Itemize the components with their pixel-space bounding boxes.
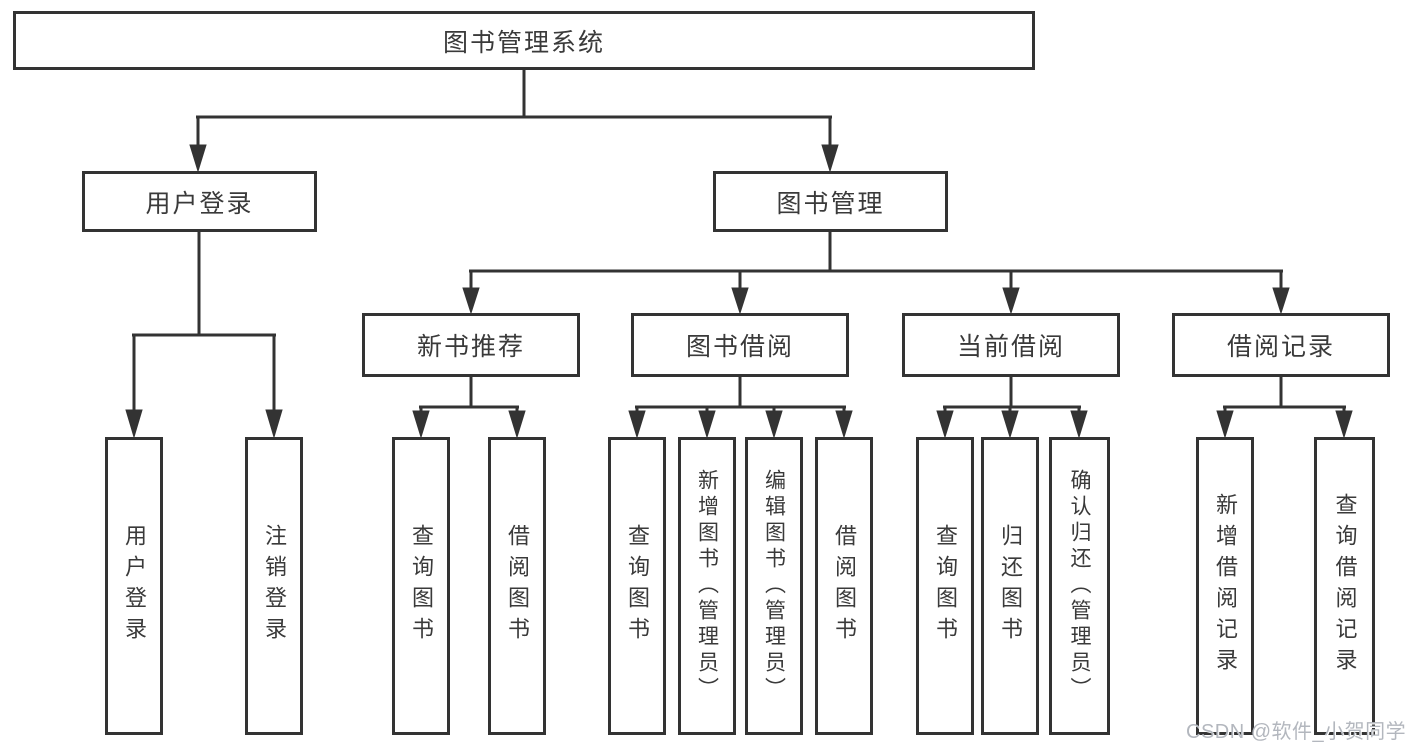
connector-book-management-to-level3 xyxy=(462,232,1290,315)
connector-root-to-level2 xyxy=(189,70,839,173)
connector-current-borrowing-to-leaves xyxy=(936,377,1088,439)
leaf-add-borrow-record: 新增借阅记录 xyxy=(1196,437,1254,735)
connector-borrowing-records-to-leaves xyxy=(1216,377,1353,439)
leaf-query-books-label: 查询图书 xyxy=(409,524,434,648)
node-user-login: 用户登录 xyxy=(82,171,317,232)
node-current-borrowing-label: 当前借阅 xyxy=(956,333,1065,361)
node-book-borrowing-label: 图书借阅 xyxy=(685,333,794,361)
node-root: 图书管理系统 xyxy=(13,11,1035,70)
node-new-book-recommendation: 新书推荐 xyxy=(362,313,580,377)
node-book-management-label: 图书管理 xyxy=(776,189,885,218)
leaf-confirm-return-admin: 确认归还（管理员） xyxy=(1049,437,1110,735)
leaf-query-borrow-record: 查询借阅记录 xyxy=(1314,437,1375,735)
node-root-label: 图书管理系统 xyxy=(442,28,605,57)
node-borrowing-records: 借阅记录 xyxy=(1172,313,1390,377)
leaf-return-book-label: 归还图书 xyxy=(998,524,1023,648)
node-current-borrowing: 当前借阅 xyxy=(902,313,1120,377)
leaf-edit-book-admin-label: 编辑图书（管理员） xyxy=(762,469,786,703)
leaf-query-borrow-record-label: 查询借阅记录 xyxy=(1332,493,1358,679)
connector-new-book-recommendation-to-leaves xyxy=(412,377,526,439)
leaf-query-books: 查询图书 xyxy=(916,437,974,735)
leaf-query-books: 查询图书 xyxy=(608,437,666,735)
leaf-logout: 注销登录 xyxy=(245,437,303,735)
leaf-return-book: 归还图书 xyxy=(981,437,1039,735)
leaf-borrow-books: 借阅图书 xyxy=(488,437,546,735)
leaf-logout-label: 注销登录 xyxy=(262,524,287,648)
leaf-borrow-books: 借阅图书 xyxy=(815,437,873,735)
connector-book-borrowing-to-leaves xyxy=(628,377,853,439)
leaf-add-book-admin: 新增图书（管理员） xyxy=(678,437,736,735)
leaf-query-books-label: 查询图书 xyxy=(625,524,650,648)
leaf-add-borrow-record-label: 新增借阅记录 xyxy=(1213,493,1238,679)
leaf-user-login-label: 用户登录 xyxy=(122,524,147,648)
node-book-management: 图书管理 xyxy=(713,171,948,232)
node-user-login-label: 用户登录 xyxy=(145,189,254,218)
leaf-query-books-label: 查询图书 xyxy=(933,524,958,648)
watermark-text: CSDN @软件_小贺同学 xyxy=(1186,721,1405,743)
leaf-borrow-books-label: 借阅图书 xyxy=(505,524,530,648)
connector-user-login-to-leaves xyxy=(125,232,283,439)
leaf-query-books: 查询图书 xyxy=(392,437,450,735)
leaf-user-login: 用户登录 xyxy=(105,437,163,735)
leaf-add-book-admin-label: 新增图书（管理员） xyxy=(695,469,719,703)
node-new-book-recommendation-label: 新书推荐 xyxy=(416,333,525,361)
node-borrowing-records-label: 借阅记录 xyxy=(1226,333,1335,361)
leaf-edit-book-admin: 编辑图书（管理员） xyxy=(745,437,803,735)
leaf-borrow-books-label: 借阅图书 xyxy=(832,524,857,648)
leaf-confirm-return-admin-label: 确认归还（管理员） xyxy=(1068,469,1091,703)
node-book-borrowing: 图书借阅 xyxy=(631,313,849,377)
